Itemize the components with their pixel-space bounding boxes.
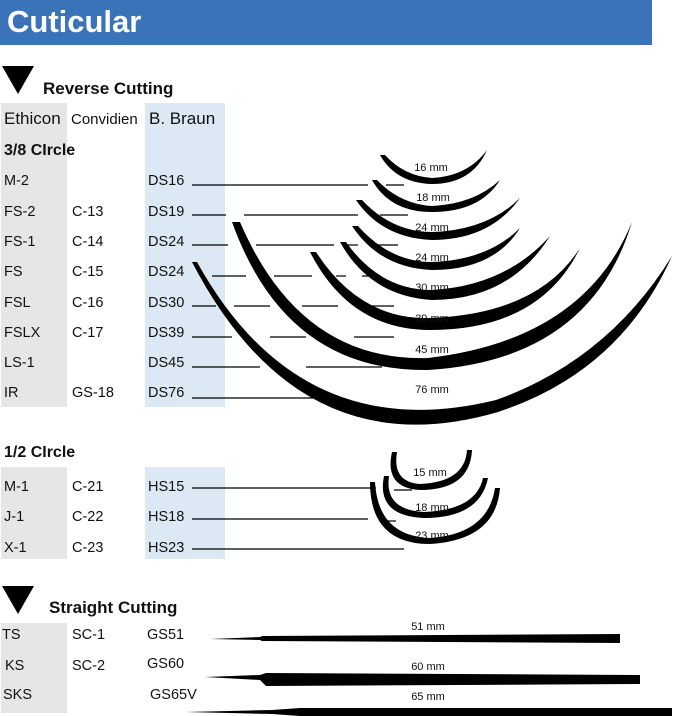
- leader-lines: [192, 184, 412, 550]
- ethicon-code: TS: [2, 627, 21, 643]
- ethicon-code: M-2: [4, 173, 29, 189]
- covidien-code: C-15: [72, 264, 104, 280]
- braun-code: GS65V: [150, 687, 197, 703]
- needle-straight-51mm: [210, 634, 620, 643]
- braun-code: DS24: [148, 234, 185, 250]
- ethicon-column-bg-reverse: [1, 103, 67, 407]
- size-label: 15 mm: [413, 467, 447, 479]
- ethicon-code: X-1: [4, 540, 27, 556]
- braun-code: DS16: [148, 173, 185, 189]
- needle-straight-65mm: [186, 708, 672, 716]
- braun-column-bg-half: [145, 467, 225, 559]
- covidien-code: C-13: [72, 204, 104, 220]
- braun-column-bg-reverse: [145, 103, 225, 407]
- size-label: 30 mm: [415, 282, 449, 294]
- size-label: 24 mm: [415, 222, 449, 234]
- needle-arc-18mm-half: [382, 476, 488, 518]
- ethicon-code: KS: [5, 658, 25, 674]
- ethicon-code: M-1: [4, 479, 29, 495]
- braun-code: GS60: [147, 656, 185, 672]
- page-title: Cuticular: [7, 4, 142, 39]
- column-header-covidien: Convidien: [71, 111, 138, 128]
- braun-code: GS51: [147, 627, 185, 643]
- needle-arc-30mm: [340, 236, 550, 300]
- size-label: 18 mm: [416, 192, 450, 204]
- covidien-code: C-22: [72, 509, 104, 525]
- braun-code: DS45: [148, 355, 185, 371]
- covidien-code: SC-2: [72, 658, 106, 674]
- ethicon-code: SKS: [3, 687, 33, 703]
- needle-arc-39mm: [310, 248, 580, 330]
- needle-arc-18mm: [372, 180, 500, 212]
- needle-arc-24mm-b: [356, 198, 520, 240]
- braun-code: DS30: [148, 295, 185, 311]
- braun-code: DS24: [148, 264, 185, 280]
- size-label: 45 mm: [415, 344, 449, 356]
- triangle-down-icon: [2, 66, 34, 94]
- ethicon-code: FSL: [4, 295, 31, 311]
- size-label: 76 mm: [415, 384, 449, 396]
- subsection-title-half-circle: 1/2 CIrcle: [4, 444, 76, 461]
- ethicon-code: FSLX: [4, 325, 41, 341]
- braun-code: DS39: [148, 325, 185, 341]
- covidien-code: C-23: [72, 540, 104, 556]
- braun-code: HS15: [148, 479, 185, 495]
- triangle-down-icon: [2, 586, 34, 614]
- covidien-code: C-21: [72, 479, 104, 495]
- covidien-code: C-16: [72, 295, 104, 311]
- subsection-title-38-circle: 3/8 CIrcle: [4, 142, 76, 159]
- size-label: 16 mm: [414, 162, 448, 174]
- size-label: 51 mm: [411, 621, 445, 633]
- needle-arc-23mm: [370, 482, 500, 544]
- size-label: 60 mm: [411, 661, 445, 673]
- braun-code: DS76: [148, 385, 185, 401]
- covidien-code: C-17: [72, 325, 104, 341]
- straight-needles: [186, 634, 672, 716]
- ethicon-code: J-1: [4, 509, 25, 525]
- ethicon-code: FS-1: [4, 234, 36, 250]
- needle-arc-15mm: [390, 450, 472, 490]
- ethicon-code: FS-2: [4, 204, 36, 220]
- size-label: 39 mm: [415, 313, 449, 325]
- ethicon-column-bg-half: [1, 467, 67, 559]
- covidien-code: SC-1: [72, 627, 106, 643]
- size-label: 18 mm: [415, 502, 449, 514]
- needle-arc-16mm: [380, 150, 487, 184]
- needle-arc-76mm: [192, 256, 672, 425]
- covidien-code: C-14: [72, 234, 104, 250]
- size-label: 23 mm: [415, 530, 449, 542]
- section-title-straight: Straight Cutting: [49, 598, 178, 617]
- needle-arc-45mm: [232, 222, 632, 371]
- braun-code: HS23: [148, 540, 185, 556]
- ethicon-code: FS: [4, 264, 23, 280]
- braun-code: HS18: [148, 509, 185, 525]
- braun-code: DS19: [148, 204, 185, 220]
- column-header-ethicon: Ethicon: [4, 109, 61, 128]
- column-header-braun: B. Braun: [149, 109, 216, 128]
- ethicon-column-bg-straight: [1, 623, 67, 713]
- size-label: 24 mm: [415, 252, 449, 264]
- section-title-reverse: Reverse Cutting: [43, 79, 174, 98]
- covidien-code: GS-18: [72, 385, 114, 401]
- header-bar: [0, 0, 652, 45]
- needle-straight-60mm: [205, 673, 640, 686]
- size-label: 65 mm: [411, 691, 445, 703]
- needle-arc-24mm-a: [352, 226, 520, 270]
- ethicon-code: IR: [4, 385, 19, 401]
- ethicon-code: LS-1: [4, 355, 35, 371]
